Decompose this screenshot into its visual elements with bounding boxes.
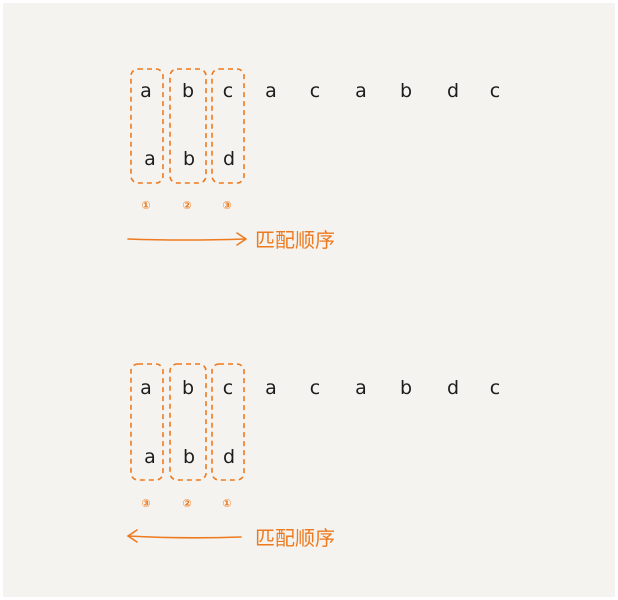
match-box-2	[169, 363, 207, 481]
order-mark: ②	[182, 497, 191, 510]
pattern-string: a b d	[144, 148, 235, 170]
main-char: b	[182, 377, 194, 399]
main-char: b	[400, 377, 412, 399]
match-box-1	[130, 68, 164, 184]
main-char: d	[447, 80, 459, 102]
main-char: a	[140, 377, 152, 399]
pattern-char: b	[183, 446, 195, 468]
main-char: a	[355, 377, 367, 399]
order-marks: ③ ② ①	[141, 497, 231, 510]
panel-1: a b c a c a b d c a b d ① ② ③	[127, 68, 500, 252]
main-char: c	[223, 80, 233, 102]
pattern-string: a b d	[144, 446, 235, 468]
main-char: a	[355, 80, 367, 102]
main-char: c	[310, 377, 320, 399]
main-char: c	[223, 377, 233, 399]
pattern-char: a	[144, 148, 156, 170]
main-char: b	[182, 80, 194, 102]
main-char: a	[265, 377, 277, 399]
main-char: c	[490, 80, 500, 102]
arrow-label: 匹配顺序	[255, 228, 335, 252]
main-char: d	[447, 377, 459, 399]
pattern-char: b	[183, 148, 195, 170]
main-string: a b c a c a b d c	[140, 377, 500, 399]
arrow-left-icon	[127, 529, 242, 543]
main-char: a	[140, 80, 152, 102]
main-char: b	[400, 80, 412, 102]
match-box-3	[211, 363, 245, 481]
order-mark: ①	[222, 497, 231, 510]
diagram-canvas: a b c a c a b d c a b d ① ② ③	[3, 3, 615, 597]
diagram-svg: a b c a c a b d c a b d ① ② ③	[127, 68, 500, 550]
match-box-2	[169, 68, 207, 184]
order-mark: ③	[222, 199, 231, 212]
match-box-3	[211, 68, 245, 184]
match-box-1	[130, 363, 164, 481]
order-mark: ③	[141, 497, 150, 510]
arrow-right-icon	[127, 232, 247, 246]
arrow-label: 匹配顺序	[255, 526, 335, 550]
order-mark: ①	[141, 199, 150, 212]
pattern-char: d	[223, 446, 235, 468]
main-char: a	[265, 80, 277, 102]
main-string: a b c a c a b d c	[140, 80, 500, 102]
main-char: c	[490, 377, 500, 399]
order-marks: ① ② ③	[141, 199, 231, 212]
panel-2: a b c a c a b d c a b d ③ ② ①	[127, 363, 500, 550]
pattern-char: a	[144, 446, 156, 468]
pattern-char: d	[223, 148, 235, 170]
order-mark: ②	[182, 199, 191, 212]
main-char: c	[310, 80, 320, 102]
